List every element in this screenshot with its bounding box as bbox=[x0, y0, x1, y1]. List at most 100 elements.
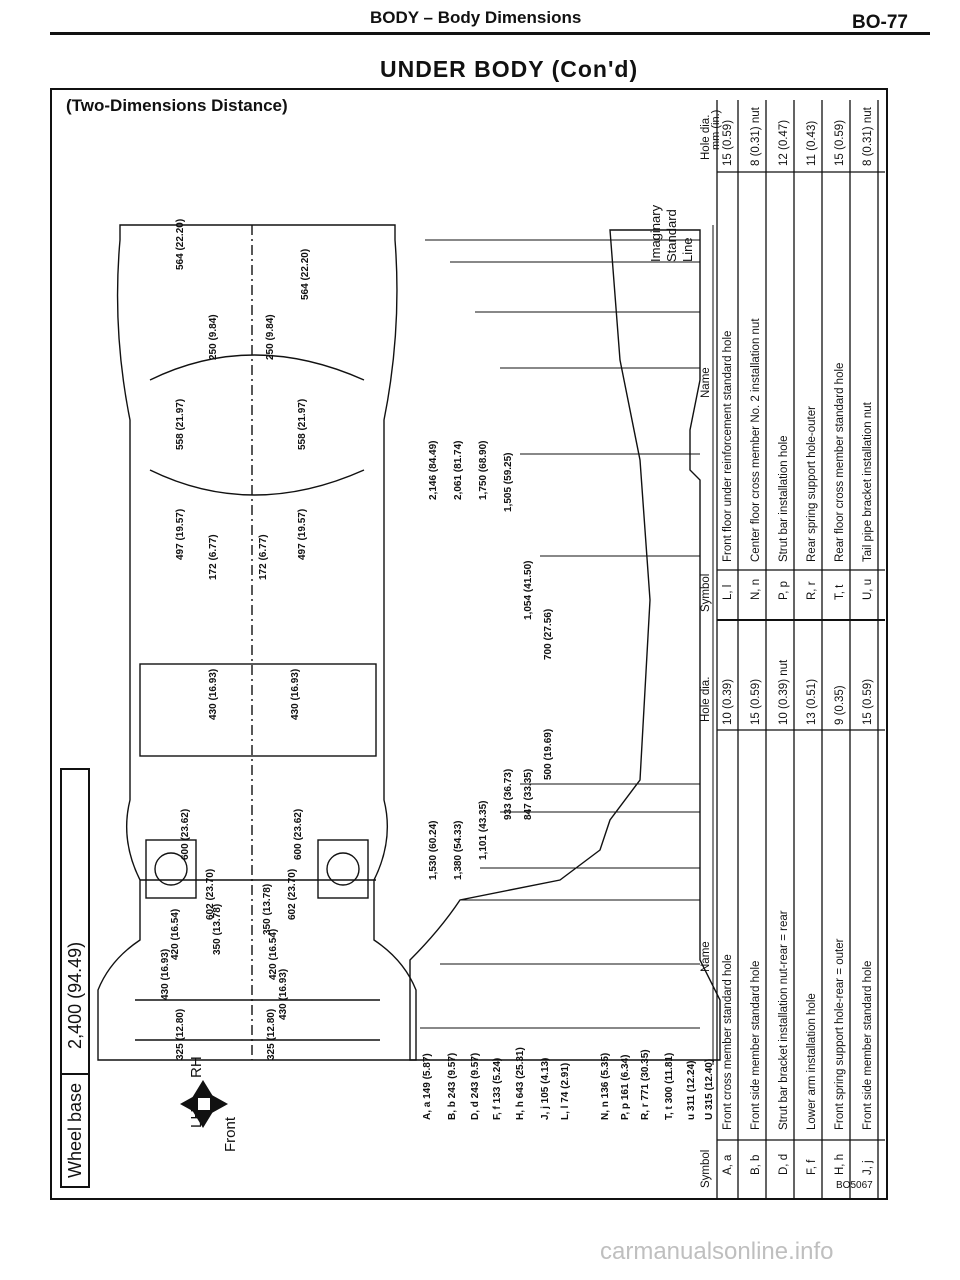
table-right-row-name: Front floor under reinforcement standard… bbox=[722, 330, 734, 562]
section-label: (Two-Dimensions Distance) bbox=[66, 96, 288, 115]
table-left-row-dia: 15 (0.59) bbox=[750, 678, 762, 725]
dim-1380: 1,380 (54.33) bbox=[453, 820, 464, 881]
table-left-row-dia: 9 (0.35) bbox=[834, 685, 846, 725]
table-right-row-symbol: L, l bbox=[722, 584, 734, 600]
height-label-symbol: B, b bbox=[447, 1098, 458, 1120]
table-left-row-name: Front cross member standard hole bbox=[722, 954, 734, 1130]
ub-dim-600-rh: 600 (23.62) bbox=[180, 808, 191, 860]
table-left-row-dia: 10 (0.39) bbox=[722, 678, 734, 725]
table-right-row-name: Tail pipe bracket installation nut bbox=[862, 402, 874, 562]
height-label-in: (11.81) bbox=[664, 1052, 675, 1084]
height-label-symbol: H, h bbox=[515, 1098, 526, 1120]
figure-frame bbox=[50, 88, 888, 1200]
table-right-row-symbol: T, t bbox=[834, 584, 846, 600]
table-right-row-name: Center floor cross member No. 2 installa… bbox=[750, 318, 762, 562]
dim-2061: 2,061 (81.74) bbox=[453, 440, 464, 501]
ub-dim-250-lh: 250 (9.84) bbox=[265, 314, 276, 360]
rh-label: RH bbox=[188, 1056, 205, 1078]
height-label-7: N, n 136 (5.35) bbox=[600, 1053, 611, 1120]
height-label-in: (12.40) bbox=[704, 1058, 715, 1091]
height-label-8: P, p 161 (6.34) bbox=[620, 1055, 631, 1120]
ub-dim-564-lh: 564 (22.20) bbox=[300, 248, 311, 300]
ub-dim-497-lh: 497 (19.57) bbox=[297, 508, 308, 560]
page-number: BO-77 bbox=[852, 12, 908, 33]
imaginary-line-2: Standard bbox=[664, 209, 679, 262]
table-left-row-name: Front spring support hole-rear = outer bbox=[834, 938, 846, 1130]
height-label-symbol: F, f bbox=[492, 1103, 503, 1120]
table-left-row-dia: 15 (0.59) bbox=[862, 678, 874, 725]
height-label-symbol: u bbox=[686, 1111, 697, 1120]
dim-1530: 1,530 (60.24) bbox=[428, 820, 439, 881]
height-label-in: (12.24) bbox=[686, 1060, 697, 1093]
table-left-header-dia: Hole dia. bbox=[700, 676, 712, 722]
dim-1054: 1,054 (41.50) bbox=[523, 560, 534, 621]
dim-1505: 1,505 (59.25) bbox=[503, 452, 514, 513]
height-label-symbol: L, l bbox=[560, 1102, 571, 1120]
table-left-row-symbol: H, h bbox=[834, 1153, 846, 1175]
height-label-in: (6.34) bbox=[620, 1054, 631, 1081]
lh-label: LH bbox=[188, 1108, 205, 1128]
height-label-symbol: U bbox=[704, 1110, 715, 1120]
ub-dim-325-lh: 325 (12.80) bbox=[266, 1008, 277, 1060]
table-right-row-name: Rear spring support hole-outer bbox=[806, 406, 818, 562]
height-label-in: (9.57) bbox=[470, 1052, 481, 1079]
table-right-row-dia: 15 (0.59) bbox=[834, 119, 846, 166]
wheel-base-separator bbox=[62, 1056, 88, 1075]
table-left-row-dia: 10 (0.39) nut bbox=[778, 659, 790, 725]
height-label-in: (5.87) bbox=[422, 1053, 433, 1080]
ub-dim-430-rh: 430 (16.93) bbox=[208, 668, 219, 720]
ub-dim-430b-rh: 430 (16.93) bbox=[160, 948, 171, 1000]
dim-1101: 1,101 (43.35) bbox=[478, 800, 489, 861]
ub-dim-564-rh: 564 (22.20) bbox=[175, 218, 186, 270]
height-label-in: (30.35) bbox=[640, 1049, 651, 1082]
table-right-row-symbol: U, u bbox=[862, 578, 874, 600]
height-label-in: (5.35) bbox=[600, 1052, 611, 1079]
ub-dim-430b-lh: 430 (16.93) bbox=[278, 968, 289, 1020]
dim-500: 500 (19.69) bbox=[543, 728, 554, 780]
table-left-row-symbol: A, a bbox=[722, 1154, 734, 1175]
ub-dim-350-lh: 350 (13.78) bbox=[262, 883, 273, 935]
ub-dim-172-rh: 172 (6.77) bbox=[208, 534, 219, 580]
table-right-header-name: Name bbox=[700, 367, 712, 398]
ub-dim-172-lh: 172 (6.77) bbox=[258, 534, 269, 580]
height-label-mm: 643 bbox=[515, 1078, 526, 1099]
dim-933: 933 (36.73) bbox=[503, 768, 514, 820]
header-rule bbox=[50, 32, 930, 35]
imaginary-line-1: Imaginary bbox=[648, 204, 663, 262]
table-left-header-name: Name bbox=[700, 941, 712, 972]
height-label-11: u 311 (12.24) bbox=[686, 1061, 697, 1121]
height-label-in: (2.91) bbox=[560, 1062, 571, 1089]
table-right-row-dia: 15 (0.59) bbox=[722, 119, 734, 166]
height-label-mm: 105 bbox=[540, 1083, 551, 1104]
table-right-row-symbol: N, n bbox=[750, 578, 762, 600]
table-right-row-name: Rear floor cross member standard hole bbox=[834, 362, 846, 562]
table-right-row-dia: 8 (0.31) nut bbox=[862, 107, 874, 166]
height-label-symbol: D, d bbox=[470, 1098, 481, 1120]
height-label-mm: 311 bbox=[686, 1092, 697, 1112]
footer-watermark-url: carmanualsonline.info bbox=[600, 1238, 834, 1265]
ub-dim-420-rh: 420 (16.54) bbox=[170, 908, 181, 960]
height-label-in: (5.24) bbox=[492, 1057, 503, 1084]
table-right-row-symbol: P, p bbox=[778, 581, 790, 600]
table-right-row-name: Strut bar installation hole bbox=[778, 435, 790, 562]
height-label-1: B, b 243 (9.57) bbox=[447, 1053, 458, 1120]
ub-dim-350-rh: 350 (13.78) bbox=[212, 903, 223, 955]
height-label-mm: 133 bbox=[492, 1083, 503, 1104]
wheel-base-box: Wheel base 2,400 (94.49) bbox=[60, 768, 90, 1188]
height-label-6: L, l 74 (2.91) bbox=[560, 1063, 571, 1120]
figure-id: BO5067 bbox=[836, 1180, 873, 1191]
height-label-2: D, d 243 (9.57) bbox=[470, 1053, 481, 1120]
table-right-header-symbol: Symbol bbox=[700, 573, 712, 612]
height-label-5: J, j 105 (4.13) bbox=[540, 1058, 551, 1120]
height-label-3: F, f 133 (5.24) bbox=[492, 1058, 503, 1120]
table-left-row-name: Lower arm installation hole bbox=[806, 993, 818, 1130]
table-left-row-name: Front side member standard hole bbox=[862, 960, 874, 1130]
height-label-12: U 315 (12.40) bbox=[704, 1059, 715, 1120]
page-subtitle: UNDER BODY (Con'd) bbox=[380, 56, 639, 82]
height-label-mm: 315 bbox=[704, 1090, 715, 1110]
height-label-symbol: N, n bbox=[600, 1098, 611, 1120]
table-left-row-name: Strut bar bracket installation nut-rear … bbox=[778, 910, 790, 1130]
height-label-in: (9.57) bbox=[447, 1052, 458, 1079]
height-label-symbol: J, j bbox=[540, 1103, 551, 1120]
ub-dim-325-rh: 325 (12.80) bbox=[175, 1008, 186, 1060]
